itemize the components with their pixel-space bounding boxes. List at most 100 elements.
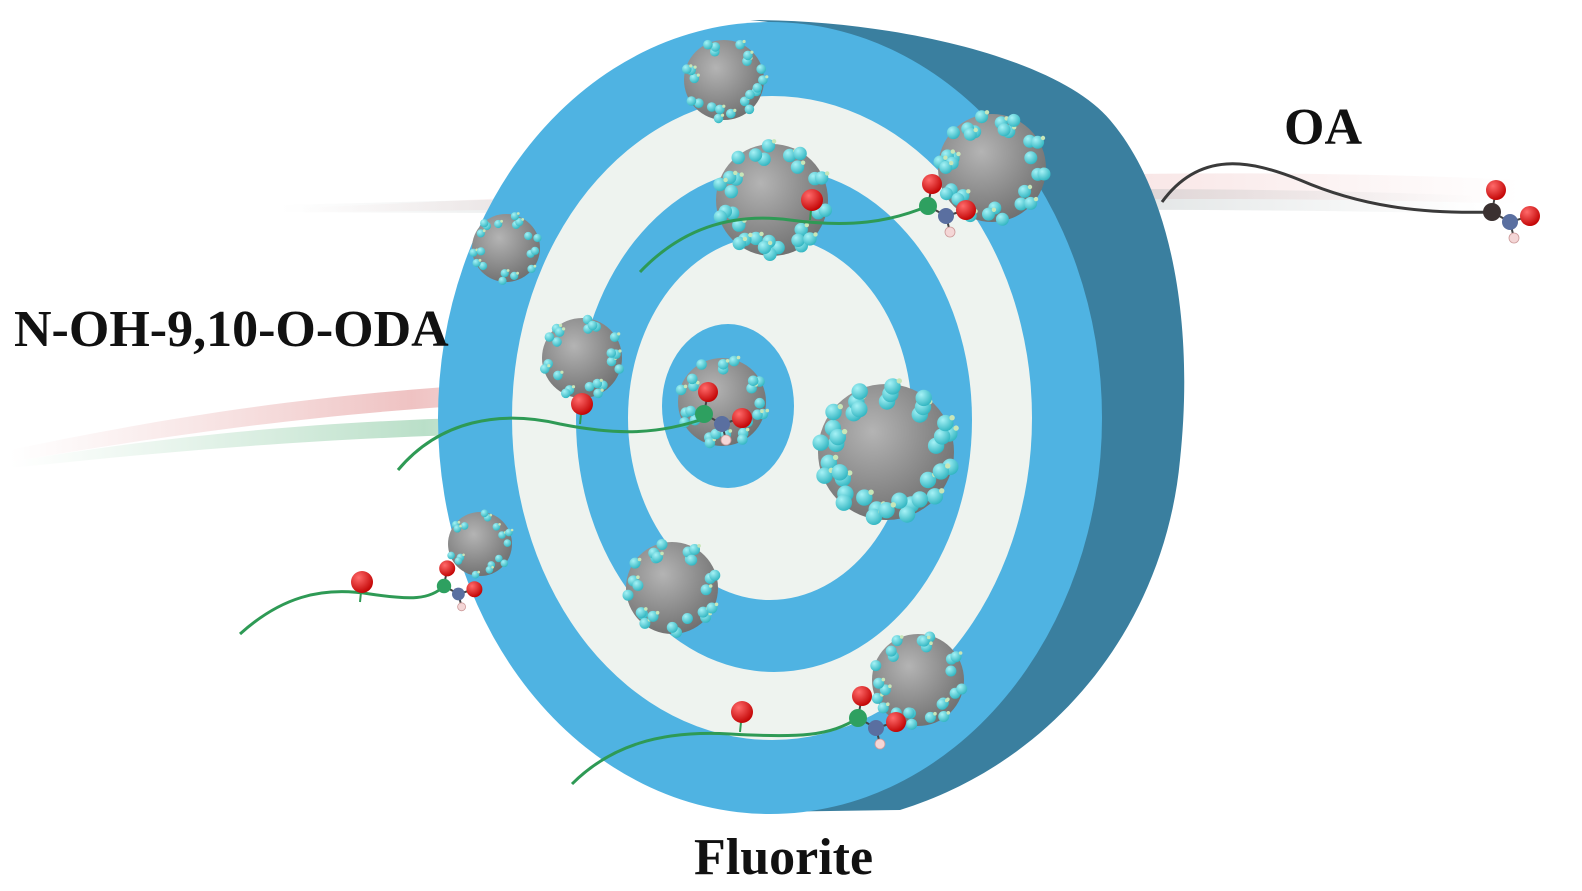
oxygen-atom bbox=[698, 382, 718, 402]
particle-dot bbox=[725, 359, 730, 363]
particle-bead bbox=[639, 617, 651, 629]
head-group-oa bbox=[1483, 180, 1540, 244]
particle-bead bbox=[689, 544, 700, 555]
oxygen-atom bbox=[922, 174, 942, 194]
particle-dot bbox=[813, 232, 818, 237]
particle-dot bbox=[600, 388, 604, 392]
particle-bead bbox=[906, 718, 918, 730]
particle-bead bbox=[891, 635, 903, 647]
particle-dot bbox=[462, 553, 465, 557]
carbon-atom bbox=[1483, 203, 1501, 221]
particle-bead bbox=[783, 148, 797, 163]
particle-bead bbox=[700, 584, 712, 596]
particle-bead bbox=[635, 607, 647, 619]
nitrogen-atom bbox=[714, 416, 730, 432]
particle-dot bbox=[984, 110, 990, 115]
particle-bead bbox=[975, 110, 989, 124]
particle-bead bbox=[963, 127, 977, 141]
particle-dot bbox=[723, 177, 728, 183]
particle-bead bbox=[794, 222, 808, 237]
particle-dot bbox=[714, 602, 719, 607]
fluorite-disk bbox=[438, 20, 1185, 814]
oxygen-atom bbox=[852, 686, 872, 706]
particle-dot bbox=[890, 502, 896, 508]
particle-dot bbox=[800, 160, 806, 165]
particle-dot bbox=[571, 385, 576, 389]
particle-bead bbox=[820, 454, 837, 471]
particle-bead bbox=[561, 388, 571, 399]
particle-bead bbox=[472, 258, 481, 268]
particle-bead bbox=[871, 692, 883, 704]
particle-dot bbox=[478, 258, 482, 262]
particle-bead bbox=[682, 64, 692, 74]
particle-bead bbox=[622, 589, 634, 601]
particle-bead bbox=[870, 660, 882, 672]
particle-bead bbox=[745, 89, 755, 100]
particle-bead bbox=[460, 522, 469, 530]
hydrogen-atom bbox=[720, 434, 732, 446]
particle-dot bbox=[804, 222, 809, 228]
carbon-atom bbox=[849, 709, 867, 727]
particle-bead bbox=[710, 428, 721, 440]
particle-dot bbox=[771, 139, 777, 144]
particle-bead bbox=[835, 494, 852, 511]
particle-bead bbox=[791, 233, 805, 247]
particle-dot bbox=[696, 380, 700, 385]
particle-bead bbox=[697, 606, 709, 618]
particle-dot bbox=[660, 551, 664, 556]
particle-bead bbox=[816, 467, 833, 484]
particle-dot bbox=[760, 409, 764, 414]
particle-bead bbox=[812, 434, 829, 451]
particle-bead bbox=[982, 207, 995, 221]
particle-dot bbox=[696, 73, 700, 77]
particle-bead bbox=[995, 212, 1009, 226]
particle-bead bbox=[530, 246, 540, 255]
particle-bead bbox=[829, 428, 846, 446]
particle-dot bbox=[949, 160, 954, 166]
particle-bead bbox=[918, 635, 930, 647]
particle-bead bbox=[937, 414, 954, 432]
particle-bead bbox=[656, 539, 668, 550]
particle-dot bbox=[457, 520, 461, 524]
particle-dot bbox=[966, 189, 971, 194]
particle-bead bbox=[703, 39, 713, 50]
particle-bead bbox=[726, 108, 736, 119]
particle-bead bbox=[735, 39, 745, 50]
particle-dot bbox=[559, 323, 563, 327]
particle-bead bbox=[756, 64, 766, 74]
particle-bead bbox=[1037, 167, 1051, 181]
particle-dot bbox=[491, 565, 494, 569]
ketone-group bbox=[801, 189, 823, 221]
particle-dot bbox=[742, 236, 748, 242]
particle-dot bbox=[973, 127, 978, 133]
head-group-bottom bbox=[849, 686, 906, 750]
particle-dot bbox=[953, 425, 959, 431]
particle-dot bbox=[489, 513, 493, 517]
ligand-chain-top bbox=[638, 204, 929, 274]
oxygen-atom bbox=[1486, 180, 1506, 200]
particle-bead bbox=[717, 359, 729, 370]
particle-dot bbox=[991, 207, 997, 212]
particle-bead bbox=[1024, 151, 1038, 165]
particle bbox=[870, 631, 968, 730]
particle bbox=[469, 212, 542, 285]
particle-bead bbox=[877, 702, 889, 714]
particle-bead bbox=[926, 488, 944, 505]
particle-dot bbox=[599, 378, 603, 382]
particle-dot bbox=[767, 240, 773, 246]
particle-bead bbox=[737, 434, 748, 445]
particle-bead bbox=[851, 401, 868, 418]
particle-dot bbox=[750, 50, 754, 54]
particle-dot bbox=[958, 651, 963, 655]
particle-bead bbox=[1031, 135, 1045, 149]
particle-bead bbox=[939, 160, 953, 174]
particle-dot bbox=[956, 151, 961, 157]
particle-bead bbox=[752, 83, 763, 93]
particle-bead bbox=[956, 683, 968, 695]
particle-bead bbox=[911, 491, 928, 508]
particle-dot bbox=[720, 113, 725, 117]
particle-bead bbox=[865, 508, 883, 525]
particle-bead bbox=[681, 613, 693, 624]
particle-bead bbox=[524, 231, 533, 241]
